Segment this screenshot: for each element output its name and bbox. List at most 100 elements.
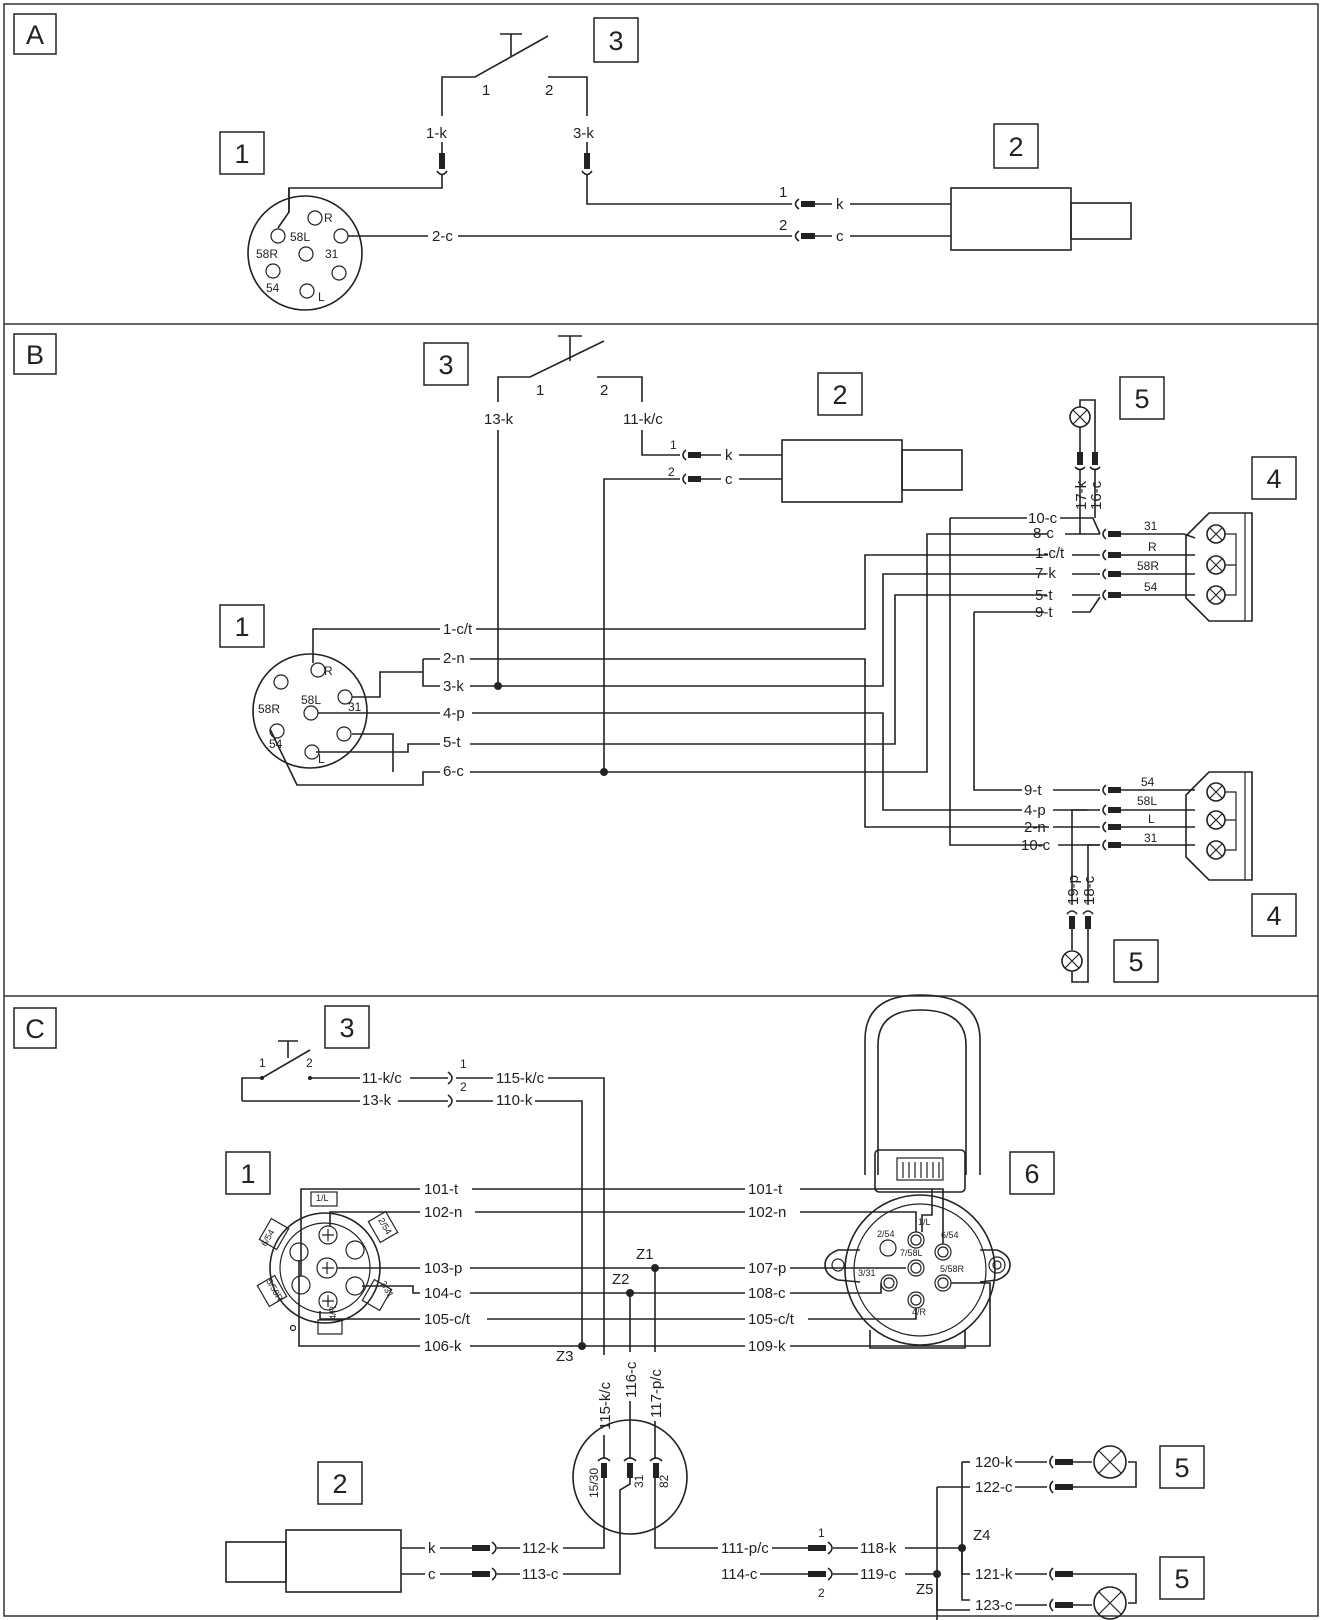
- lamp-c-lower-icon: [1093, 1586, 1127, 1620]
- callout-b-4-bottom: 4: [1251, 893, 1297, 937]
- outer-frame: [3, 3, 1319, 1617]
- wire-b-10c-lower: 10-c: [1021, 837, 1051, 854]
- wire-c-113c: 113-c: [522, 1566, 559, 1583]
- lower-rear-light: [1185, 771, 1253, 881]
- wire-c-101t-right: 101-t: [748, 1181, 783, 1198]
- socket-b: R 58R 58L 31 54 L: [252, 653, 368, 769]
- wire-c-121k: 121-k: [975, 1566, 1013, 1583]
- wire-b-8c-upper: 8-c: [1033, 525, 1054, 542]
- wire-b-3k: 3-k: [443, 678, 464, 695]
- switch-c-pin-1: 1: [460, 1057, 467, 1071]
- lower-lamp-3-icon: [1206, 840, 1226, 860]
- connector-c-left: 1/L 2/54 6/54 5/58R 3/31 4/R: [256, 1191, 399, 1335]
- wire-b-1ct: 1-c/t: [443, 621, 473, 638]
- callout-b-1-label: 1: [234, 612, 249, 642]
- junction-b-13k: [494, 682, 502, 690]
- panel-label-b: B: [13, 333, 57, 375]
- lamp-b-upper-icon: [1069, 406, 1091, 428]
- wire-c-123c: 123-c: [975, 1597, 1013, 1614]
- relay-pin-31: 31: [632, 1474, 646, 1488]
- switch-c: 1 2: [241, 1040, 360, 1102]
- callout-a-3-label: 3: [608, 26, 623, 56]
- callout-b-3: 3: [423, 342, 469, 386]
- plug-c-wire-k: k: [428, 1540, 436, 1557]
- callout-b-5-top-label: 5: [1134, 384, 1149, 414]
- upper-light-connectors: [1102, 528, 1121, 601]
- panel-letter-a: A: [26, 20, 44, 50]
- connector-a-1k: [439, 153, 445, 169]
- callout-b-2-label: 2: [832, 380, 847, 410]
- junction-z3: [578, 1342, 586, 1350]
- connector-c-113c: [472, 1571, 490, 1577]
- plug-b-wire-c: c: [725, 471, 733, 488]
- callout-c-6-label: 6: [1024, 1159, 1039, 1189]
- wire-c-104c-left: 104-c: [424, 1285, 462, 1302]
- connector-left-pin-r: 4/R: [328, 1305, 338, 1320]
- plug-a-pin-2: 2: [779, 217, 787, 234]
- wire-b-19p: 19-p: [1065, 875, 1082, 905]
- relay-socket: 15/30 31 82: [572, 1419, 688, 1535]
- wire-b-9t-upper: 9-t: [1035, 604, 1053, 621]
- callout-c-5-bottom-label: 5: [1174, 1564, 1189, 1594]
- socket-a: R 58L 58R 31 54 L: [247, 195, 363, 311]
- wire-b-6c: 6-c: [443, 763, 464, 780]
- wire-c-11kc: 11-k/c: [362, 1070, 402, 1087]
- wire-c-109k-right: 109-k: [748, 1338, 786, 1355]
- wire-a-2c: 2-c: [432, 228, 453, 245]
- connector-left-pin-6: 6/54: [259, 1228, 276, 1248]
- connector-c-119c: [808, 1571, 826, 1577]
- callout-c-5-top: 5: [1159, 1445, 1205, 1489]
- switch-c-pin-2: 2: [460, 1080, 467, 1094]
- callout-b-3-label: 3: [438, 350, 453, 380]
- callout-b-5-bottom: 5: [1113, 939, 1159, 983]
- wire-b-16c: 16-c: [1088, 480, 1105, 510]
- junction-z5-label: Z5: [916, 1581, 934, 1598]
- lamp-b-lower-icon: [1061, 950, 1083, 972]
- plug-c: [225, 1529, 402, 1593]
- wire-b-4p: 4-p: [443, 705, 465, 722]
- lower-lamp-2-icon: [1206, 810, 1226, 830]
- socket-b-pin-58r: 58R: [258, 702, 280, 716]
- connector-left-pin-54: 2/54: [376, 1216, 393, 1236]
- plug-c-wire-c: c: [428, 1566, 436, 1583]
- plug-b: [781, 439, 963, 503]
- upper-lamp-3-icon: [1206, 585, 1226, 605]
- junction-z4-label: Z4: [973, 1527, 991, 1544]
- callout-b-2: 2: [817, 372, 863, 416]
- wire-a-3k: 3-k: [573, 125, 594, 142]
- lamp-c-connectors: [1049, 1455, 1073, 1612]
- wire-b-5t-upper: 5-t: [1035, 587, 1053, 604]
- panel-a: 1 2 3 1 2 1-k 3-k R: [219, 17, 1132, 311]
- lower-light-pin-58l: 58L: [1137, 794, 1157, 808]
- plug-a-wire-k: k: [836, 196, 844, 213]
- connector-b-plug-2: [688, 476, 701, 482]
- callout-b-5-top: 5: [1119, 376, 1165, 420]
- junction-b-6c: [600, 768, 608, 776]
- panel-letter-b: B: [26, 340, 44, 370]
- socket-c-right: 1/L 2/54 7/58L 3/31 5/58R 4/R 6/54: [824, 994, 1011, 1349]
- lower-light-pin-31: 31: [1144, 831, 1158, 845]
- switch-b-terminal-1: 1: [536, 382, 544, 399]
- plug-a-pin-1: 1: [779, 184, 787, 201]
- upper-light-pin-58r: 58R: [1137, 559, 1159, 573]
- wire-c-108c-right: 108-c: [748, 1285, 786, 1302]
- wire-c-105ct-left: 105-c/t: [424, 1311, 471, 1328]
- wire-b-18c: 18-c: [1081, 875, 1098, 905]
- wire-c-107p-right: 107-p: [748, 1260, 786, 1277]
- wire-c-13k: 13-k: [362, 1092, 392, 1109]
- wire-c-115kc: 115-k/c: [496, 1070, 545, 1087]
- wire-c-105ct-right: 105-c/t: [748, 1311, 795, 1328]
- socket-b-pin-l: L: [318, 752, 325, 766]
- connector-b-17k: [1077, 452, 1083, 465]
- lower-light-pin-l: L: [1148, 812, 1155, 826]
- callout-a-1-label: 1: [234, 139, 249, 169]
- socket7-pin-31: 3/31: [858, 1268, 876, 1278]
- wire-c-114c: 114-c: [721, 1566, 758, 1583]
- upper-light-pin-54: 54: [1144, 580, 1158, 594]
- wire-b-5t: 5-t: [443, 734, 461, 751]
- panel-c: 1 2 3 6 5 5 1 2 11-k/c 13-k 1 2 115-k/c …: [225, 994, 1205, 1620]
- callout-c-6: 6: [1009, 1151, 1055, 1195]
- callout-c-1: 1: [225, 1151, 271, 1195]
- switch-c-terminal-1: 1: [259, 1056, 266, 1070]
